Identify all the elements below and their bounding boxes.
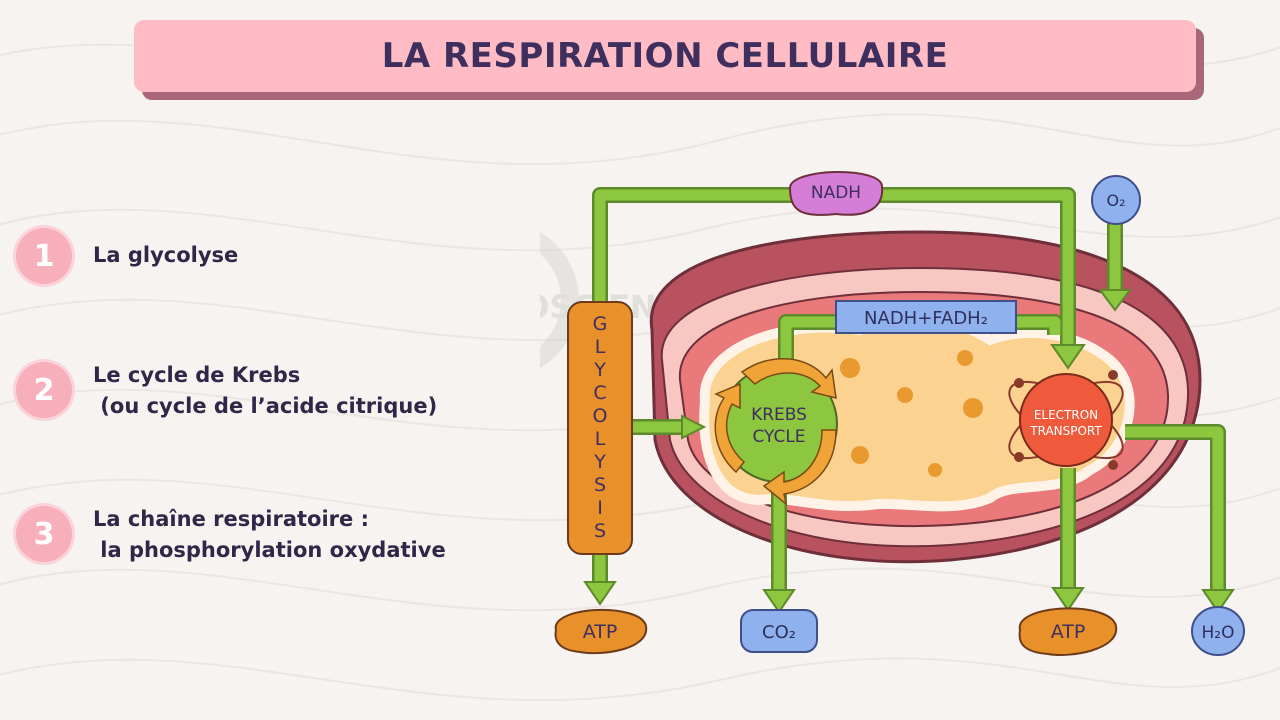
step-number-badge: 3 [16,506,72,562]
electron-transport: ELECTRON TRANSPORT [1008,370,1124,470]
step-number-badge: 1 [16,228,72,284]
electron-text-line2: TRANSPORT [1029,424,1102,438]
glycolysis-letter: L [595,336,606,358]
step-glycolyse: 1 La glycolyse [16,228,238,284]
cellular-respiration-diagram: BIOSCIEN [540,171,1245,656]
nadh-label: NADH [788,171,884,216]
nadh-fadh2-label: NADH+FADH₂ [835,300,1017,334]
o2-text: O₂ [1106,191,1125,210]
atp-right-label: ATP [1018,607,1118,656]
atp-left-label: ATP [554,609,648,655]
glycolysis-letter: Y [593,359,606,381]
step-label: La glycolyse [93,243,239,267]
title-banner: LA RESPIRATION CELLULAIRE [134,20,1196,92]
nadh-fadh2-text: NADH+FADH₂ [864,308,988,329]
h2o-text: H₂O [1202,623,1235,643]
krebs-text-line1: KREBS [751,405,807,425]
glycolysis-letter: Y [593,451,606,473]
page-title: LA RESPIRATION CELLULAIRE [381,36,949,76]
arrow-heads [583,289,1235,614]
nadh-text: NADH [811,183,861,203]
atp-left-text: ATP [583,621,618,643]
glycolysis-letter: S [594,520,606,542]
step-krebs: 2 Le cycle de Krebs (ou cycle de l’acide… [16,362,437,422]
step-label: La chaîne respiratoire : la phosphorylat… [93,507,446,562]
co2-text: CO₂ [762,622,796,643]
glycolysis-letter: L [595,428,606,450]
step-label: Le cycle de Krebs (ou cycle de l’acide c… [93,363,438,418]
step-number-badge: 2 [16,362,72,418]
glycolysis-letter: C [593,382,606,404]
glycolysis-letter: G [593,313,608,335]
h2o-label: H₂O [1191,606,1245,656]
o2-label: O₂ [1091,175,1141,225]
electron-text-line1: ELECTRON [1034,408,1098,422]
co2-label: CO₂ [740,609,818,653]
krebs-cycle: KREBS CYCLE [714,357,838,506]
krebs-text-line2: CYCLE [752,427,805,447]
glycolysis-letter: S [594,474,606,496]
step-chaine-respiratoire: 3 La chaîne respiratoire : la phosphoryl… [16,506,446,566]
atp-right-text: ATP [1051,621,1086,643]
glycolysis-letter: I [597,497,603,519]
glycolysis-letter: O [593,405,608,427]
